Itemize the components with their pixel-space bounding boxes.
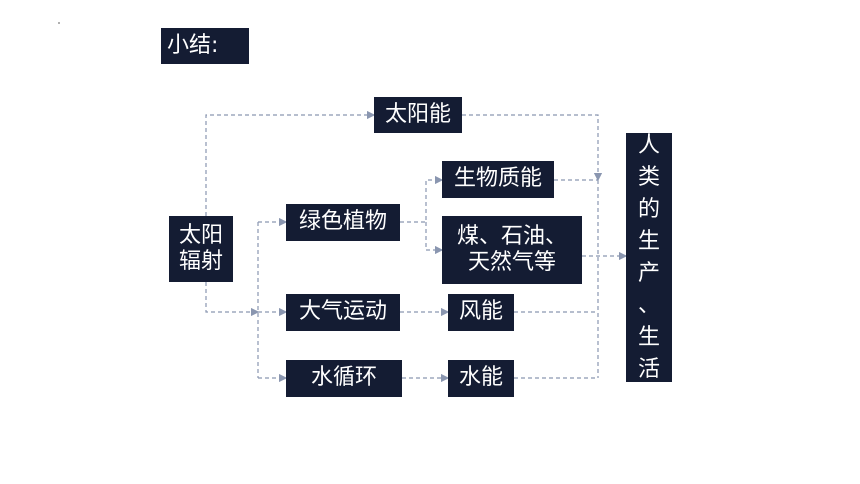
corner-mark	[58, 22, 60, 24]
node-human-life-char: 生	[637, 228, 660, 254]
node-solar-radiation: 太阳 辐射	[169, 216, 233, 282]
connector-solar-to-human	[462, 114, 603, 182]
node-wind-energy-label: 风能	[458, 299, 503, 325]
node-human-life-char: 的	[637, 196, 660, 222]
node-wind-energy: 风能	[448, 294, 514, 331]
node-human-life-char: 活	[637, 356, 660, 382]
connector-radiation-to-solar	[205, 110, 376, 216]
connector-plants-to-biomass	[400, 175, 444, 223]
node-human-life-char: 类	[637, 164, 660, 190]
node-hydro-energy-label: 水能	[458, 365, 503, 391]
node-solar-energy: 太阳能	[374, 97, 462, 133]
page-title: 小结:	[161, 28, 249, 64]
node-human-life-char: 产	[637, 260, 660, 286]
node-fossil-fuels: 煤、石油、 天然气等	[442, 216, 582, 284]
page-title-text: 小结:	[167, 32, 219, 58]
node-human-life-char: 、	[637, 292, 660, 318]
node-human-life-char: 生	[637, 324, 660, 350]
node-human-life-char: 人	[637, 132, 660, 158]
node-water-cycle-label: 水循环	[310, 365, 377, 391]
node-atmospheric-motion: 大气运动	[286, 294, 400, 331]
node-water-cycle: 水循环	[286, 360, 402, 397]
node-solar-radiation-line-2: 辐射	[178, 249, 223, 274]
node-green-plants-label: 绿色植物	[298, 209, 387, 235]
node-human-life: 人 类 的 生 产 、 生 活	[626, 133, 672, 382]
node-green-plants: 绿色植物	[286, 204, 400, 241]
node-fossil-fuels-line-2: 天然气等	[467, 250, 556, 275]
node-hydro-energy: 水能	[448, 360, 514, 397]
connector-radiation-to-trunk	[205, 282, 260, 317]
node-solar-energy-label: 太阳能	[384, 101, 451, 127]
connector-plants-to-fossil	[425, 222, 444, 255]
node-biomass-energy: 生物质能	[442, 161, 554, 198]
node-atmospheric-motion-label: 大气运动	[298, 299, 387, 325]
node-biomass-energy-label: 生物质能	[453, 166, 542, 192]
node-solar-radiation-line-1: 太阳	[178, 222, 223, 248]
node-fossil-fuels-line-1: 煤、石油、	[456, 223, 567, 249]
